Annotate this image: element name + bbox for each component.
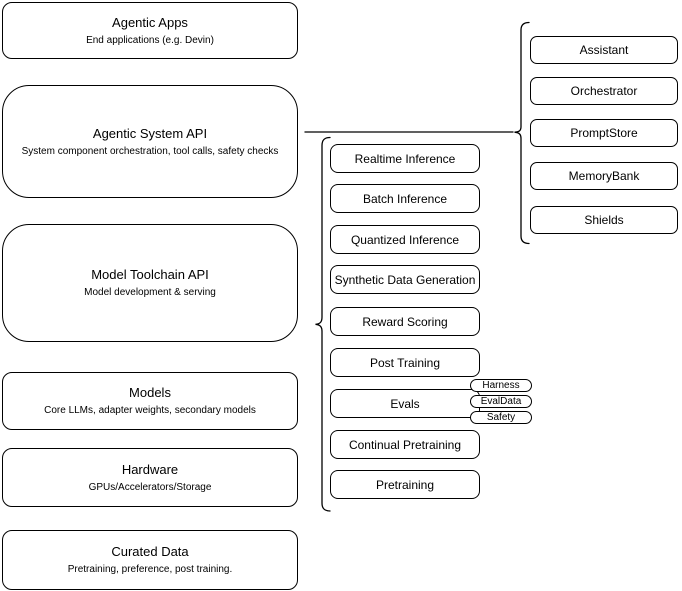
system-item-shields: Shields (530, 206, 678, 234)
box-subtitle: Pretraining, preference, post training. (67, 564, 233, 575)
toolchain-stack-brace (315, 136, 331, 512)
box-hardware: Hardware GPUs/Accelerators/Storage (2, 448, 298, 507)
evals-tag-harness: Harness (470, 379, 532, 392)
toolchain-item-realtime-inference: Realtime Inference (330, 144, 480, 173)
box-title: Model Toolchain API (91, 267, 209, 282)
toolchain-item-pretraining: Pretraining (330, 470, 480, 499)
system-item-promptstore: PromptStore (530, 119, 678, 147)
evals-tag-safety: Safety (470, 411, 532, 424)
toolchain-item-label: Batch Inference (362, 191, 448, 206)
box-models: Models Core LLMs, adapter weights, secon… (2, 372, 298, 430)
evals-tag-label: Harness (482, 380, 520, 391)
toolchain-item-label: Synthetic Data Generation (334, 272, 476, 287)
system-item-memorybank: MemoryBank (530, 162, 678, 190)
toolchain-item-label: Evals (390, 396, 420, 411)
box-title: Agentic Apps (112, 14, 188, 30)
toolchain-item-label: Pretraining (375, 477, 435, 492)
evals-tag-label: Safety (486, 412, 516, 423)
system-item-label: Assistant (579, 43, 629, 57)
toolchain-item-reward-scoring: Reward Scoring (330, 307, 480, 336)
toolchain-item-quantized-inference: Quantized Inference (330, 225, 480, 254)
system-item-label: Shields (584, 213, 624, 227)
evals-tag-evaldata: EvalData (470, 395, 532, 408)
system-item-orchestrator: Orchestrator (530, 77, 678, 105)
toolchain-item-evals: Evals (330, 389, 480, 418)
box-subtitle: System component orchestration, tool cal… (21, 145, 279, 157)
evals-tag-label: EvalData (480, 396, 522, 407)
box-title: Curated Data (111, 544, 189, 559)
box-title: Models (129, 385, 171, 400)
box-subtitle: GPUs/Accelerators/Storage (88, 481, 212, 493)
toolchain-item-post-training: Post Training (330, 348, 480, 377)
box-subtitle: Core LLMs, adapter weights, secondary mo… (44, 405, 256, 416)
system-item-label: PromptStore (570, 126, 638, 140)
box-agentic-apps: Agentic Apps End applications (e.g. Devi… (2, 2, 298, 59)
box-subtitle: Model development & serving (84, 287, 216, 298)
toolchain-item-batch-inference: Batch Inference (330, 184, 480, 213)
system-stack-brace (514, 21, 530, 245)
box-title: Hardware (121, 461, 179, 477)
toolchain-item-continual-pretraining: Continual Pretraining (330, 430, 480, 459)
toolchain-item-label: Post Training (369, 355, 441, 370)
system-item-label: MemoryBank (568, 169, 640, 183)
system-item-label: Orchestrator (570, 84, 638, 98)
toolchain-item-label: Realtime Inference (354, 151, 456, 166)
box-agentic-system-api: Agentic System API System component orch… (2, 85, 298, 198)
toolchain-item-label: Continual Pretraining (348, 437, 462, 452)
box-subtitle: End applications (e.g. Devin) (86, 34, 214, 46)
toolchain-item-synthetic-data-generation: Synthetic Data Generation (330, 265, 480, 294)
toolchain-item-label: Quantized Inference (350, 232, 460, 247)
box-title: Agentic System API (92, 125, 208, 141)
box-model-toolchain-api: Model Toolchain API Model development & … (2, 224, 298, 342)
system-item-assistant: Assistant (530, 36, 678, 64)
box-curated-data: Curated Data Pretraining, preference, po… (2, 530, 298, 590)
toolchain-item-label: Reward Scoring (362, 314, 448, 329)
